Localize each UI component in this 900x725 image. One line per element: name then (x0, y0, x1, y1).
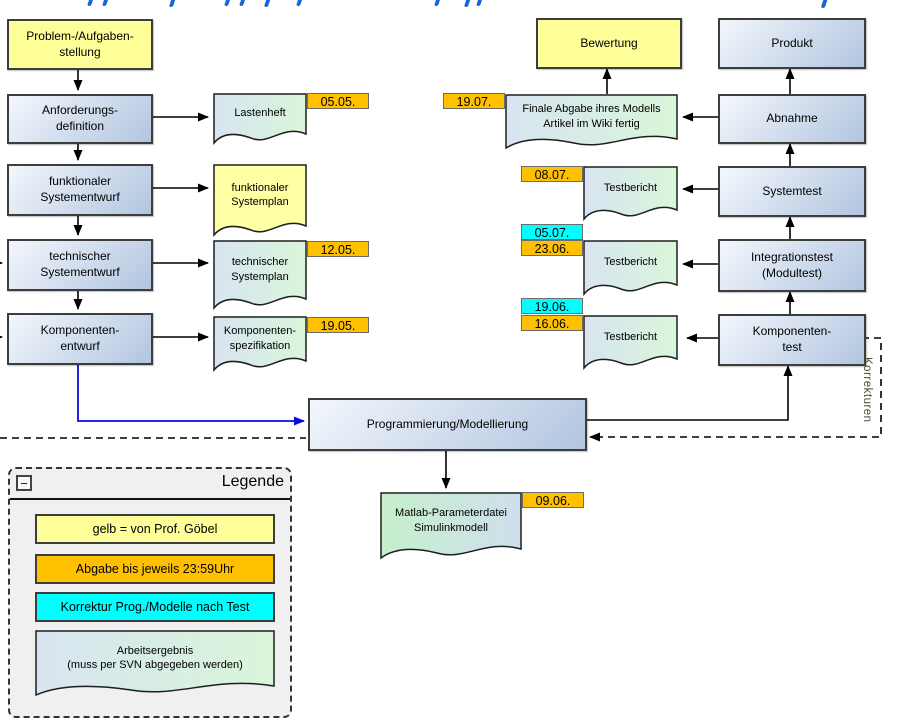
legend-panel: − Legende gelb = von Prof. Göbel Abgabe … (8, 467, 292, 718)
document-shape (213, 240, 307, 310)
blue-arrow-entwurf-to-programmierung (77, 361, 305, 426)
document-shape (583, 240, 678, 296)
doc-finale-abgabe: Finale Abgabe ihres Modells Artikel im W… (505, 94, 678, 150)
date-tag-testbericht-komponententest: 16.06. (521, 315, 583, 331)
korrekturen-label: Korrekturen (861, 357, 873, 423)
doc-testbericht-integrationstest: Testbericht (583, 240, 678, 296)
document-shape (380, 492, 522, 560)
doc-testbericht-komponententest: Testbericht (583, 315, 678, 370)
date-tag-testbericht-systemtest: 08.07. (521, 166, 583, 182)
date-tag-komponentenspezifikation: 19.05. (307, 317, 369, 333)
box-systemtest: Systemtest (718, 166, 866, 217)
document-shape (213, 93, 307, 145)
legend-title: Legende (221, 473, 284, 490)
box-funktionaler-systementwurf: funktionaler Systementwurf (7, 164, 153, 216)
box-technischer-systementwurf: technischer Systementwurf (7, 239, 153, 291)
legend-header: − Legende (10, 469, 290, 500)
box-komponententest: Komponenten- test (718, 314, 866, 366)
document-shape (213, 316, 307, 372)
date-tag-testbericht-integrationstest: 23.06. (521, 240, 583, 256)
legend-item-abgabe: Abgabe bis jeweils 23:59Uhr (35, 554, 275, 584)
box-anforderungsdefinition: Anforderungs- definition (7, 94, 153, 144)
document-shape (505, 94, 678, 150)
doc-testbericht-systemtest: Testbericht (583, 166, 678, 221)
legend-item-gelb: gelb = von Prof. Göbel (35, 514, 275, 544)
document-shape (583, 166, 678, 221)
box-problem-aufgabenstellung: Problem-/Aufgaben- stellung (7, 19, 153, 70)
doc-komponentenspezifikation: Komponenten- spezifikation (213, 316, 307, 372)
date-tag-lastenheft: 05.05. (307, 93, 369, 109)
box-komponentenentwurf: Komponenten- entwurf (7, 313, 153, 365)
box-bewertung: Bewertung (536, 18, 682, 69)
legend-collapse-button[interactable]: − (16, 475, 32, 491)
legend-item-arbeitsergebnis: Arbeitsergebnis (muss per SVN abgegeben … (35, 630, 275, 697)
date-tag-matlab: 09.06. (522, 492, 584, 508)
doc-technischer-systemplan: technischer Systemplan (213, 240, 307, 310)
doc-lastenheft: Lastenheft (213, 93, 307, 145)
date-tag-technischer-systemplan: 12.05. (307, 241, 369, 257)
box-produkt: Produkt (718, 18, 866, 69)
doc-funktionaler-systemplan: funktionaler Systemplan (213, 164, 307, 237)
date-tag-finale-abgabe: 19.07. (443, 93, 505, 109)
document-shape (583, 315, 678, 370)
correction-date-tag-komponententest: 19.06. (521, 298, 583, 314)
box-integrationstest: Integrationstest (Modultest) (718, 239, 866, 292)
arrow-programmierung-to-komponententest (583, 365, 793, 421)
doc-matlab-parameterdatei: Matlab-Parameterdatei Simulinkmodell (380, 492, 522, 560)
legend-item-korrektur: Korrektur Prog./Modelle nach Test (35, 592, 275, 622)
box-programmierung-modellierung: Programmierung/Modellierung (308, 398, 587, 451)
box-abnahme: Abnahme (718, 94, 866, 144)
document-shape (213, 164, 307, 237)
correction-date-tag-integrationstest: 05.07. (521, 224, 583, 240)
document-shape (35, 630, 275, 697)
